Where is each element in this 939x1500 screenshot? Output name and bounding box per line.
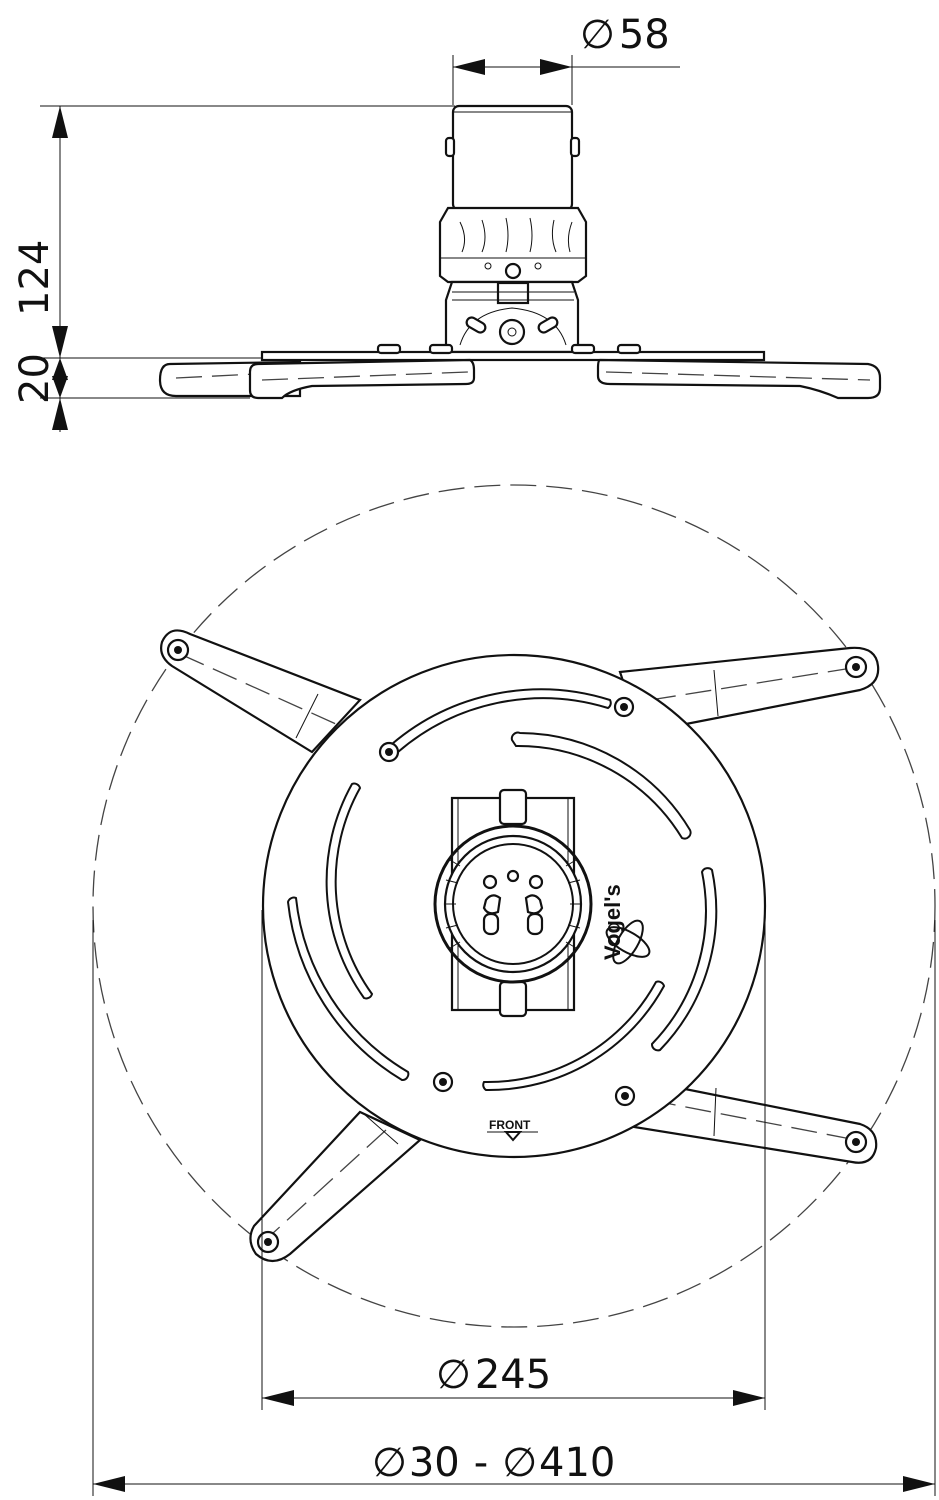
vogels-logo: Vogel's — [600, 884, 651, 965]
dim-range: ∅30-∅410 — [92, 920, 936, 1496]
range-circle — [92, 484, 936, 1328]
side-base-plate — [260, 343, 766, 362]
slot-left — [325, 782, 374, 1000]
top-center-adapter — [433, 788, 593, 1018]
range-separator: - — [474, 1440, 488, 1486]
dim-vertical: 124 20 — [12, 105, 455, 432]
front-label: FRONT — [489, 1118, 531, 1132]
top-view: Vogel's FRONT ∅245 ∅30-∅410 — [92, 484, 936, 1496]
dim-410-label: 410 — [539, 1440, 615, 1486]
front-marker: FRONT — [487, 1118, 538, 1142]
slot-outer-left — [286, 896, 410, 1081]
slot-top — [510, 731, 692, 840]
side-column — [444, 104, 581, 212]
side-tilt-joint — [444, 280, 580, 354]
dim-245-label: 245 — [475, 1352, 551, 1398]
diameter-symbol: ∅ — [502, 1440, 537, 1486]
dim-58-label: 58 — [619, 12, 670, 58]
slot-right — [651, 867, 718, 1052]
side-view: ∅58 124 20 — [12, 12, 882, 432]
diameter-symbol: ∅ — [580, 12, 615, 58]
dim-plate-diameter: ∅245 — [261, 910, 766, 1410]
logo-text: Vogel's — [600, 884, 625, 960]
side-arms — [158, 358, 882, 400]
slot-outer-top — [382, 688, 612, 754]
diameter-symbol: ∅ — [372, 1440, 407, 1486]
dim-top-diameter: ∅58 — [452, 12, 680, 105]
side-locking-ring — [438, 206, 588, 284]
slot-bottom — [482, 980, 666, 1092]
svg-text:∅30-∅410: ∅30-∅410 — [372, 1440, 615, 1486]
svg-text:∅245: ∅245 — [436, 1352, 551, 1398]
svg-text:∅58: ∅58 — [580, 12, 670, 58]
dim-30-label: 30 — [409, 1440, 460, 1486]
dim-124-label: 124 — [12, 240, 58, 316]
top-arms — [160, 629, 880, 1263]
diameter-symbol: ∅ — [436, 1352, 471, 1398]
dim-20-label: 20 — [12, 353, 58, 404]
